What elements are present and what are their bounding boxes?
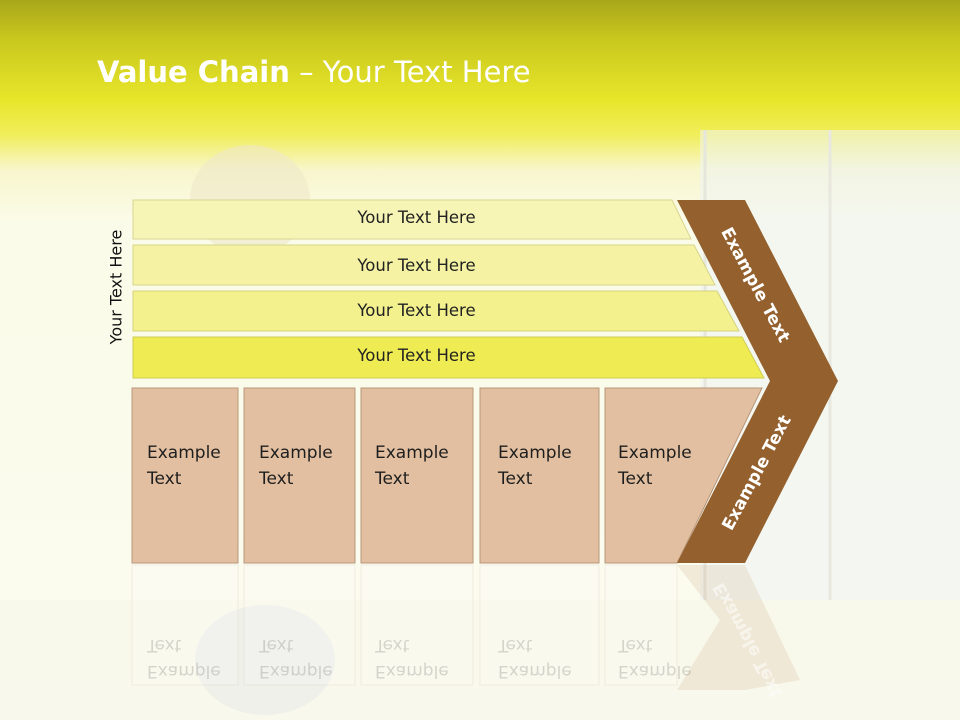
box-label-5-line2: Text	[618, 469, 653, 489]
title-bold: Value Chain	[97, 55, 290, 89]
box-label-3: Example Text	[375, 440, 449, 492]
box-reflection-3-line1: Example	[375, 661, 449, 681]
box-label-4-line1: Example	[498, 443, 572, 463]
box-label-2-line1: Example	[259, 443, 333, 463]
bg-desk	[0, 600, 960, 720]
box-label-2-line2: Text	[259, 469, 294, 489]
chevron-arrow	[677, 200, 838, 563]
box-reflection-2: Example Text	[259, 632, 333, 684]
band-label-1: Your Text Here	[357, 208, 476, 227]
box-3	[360, 387, 474, 564]
box-label-3-line2: Text	[375, 469, 410, 489]
band-label-2: Your Text Here	[357, 256, 476, 275]
band-4	[132, 336, 765, 379]
box-reflection-4: Example Text	[498, 632, 572, 684]
box-label-1-line2: Text	[147, 469, 182, 489]
box-reflection-2-line1: Example	[259, 661, 333, 681]
band-label-3: Your Text Here	[357, 301, 476, 320]
box-reflection-1-line2: Text	[147, 635, 182, 655]
box-label-4-line2: Text	[498, 469, 533, 489]
title-rest: – Your Text Here	[289, 55, 531, 89]
box-reflection-3: Example Text	[375, 632, 449, 684]
box-label-3-line1: Example	[375, 443, 449, 463]
box-4	[479, 387, 600, 564]
box-label-5: Example Text	[618, 440, 692, 492]
box-reflection-5: Example Text	[618, 632, 692, 684]
box-1	[131, 387, 239, 564]
box-label-1: Example Text	[147, 440, 221, 492]
bg-figure-jeans	[195, 605, 335, 715]
band-1	[132, 199, 692, 240]
box-label-5-line1: Example	[618, 443, 692, 463]
band-2	[132, 244, 716, 286]
box-reflection-2-line2: Text	[259, 635, 294, 655]
box-reflection-5-line2: Text	[618, 635, 653, 655]
box-reflection-3-line2: Text	[375, 635, 410, 655]
page-title: Value Chain – Your Text Here	[97, 55, 531, 89]
box-label-1-line1: Example	[147, 443, 221, 463]
box-reflection-4-line2: Text	[498, 635, 533, 655]
box-2	[243, 387, 356, 564]
box-label-2: Example Text	[259, 440, 333, 492]
band-3	[132, 290, 740, 332]
box-reflection-1: Example Text	[147, 632, 221, 684]
band-label-4: Your Text Here	[357, 346, 476, 365]
box-reflection-5-line1: Example	[618, 661, 692, 681]
box-label-4: Example Text	[498, 440, 572, 492]
box-reflection-4-line1: Example	[498, 661, 572, 681]
box-reflection-1-line1: Example	[147, 661, 221, 681]
reflection	[131, 564, 800, 690]
